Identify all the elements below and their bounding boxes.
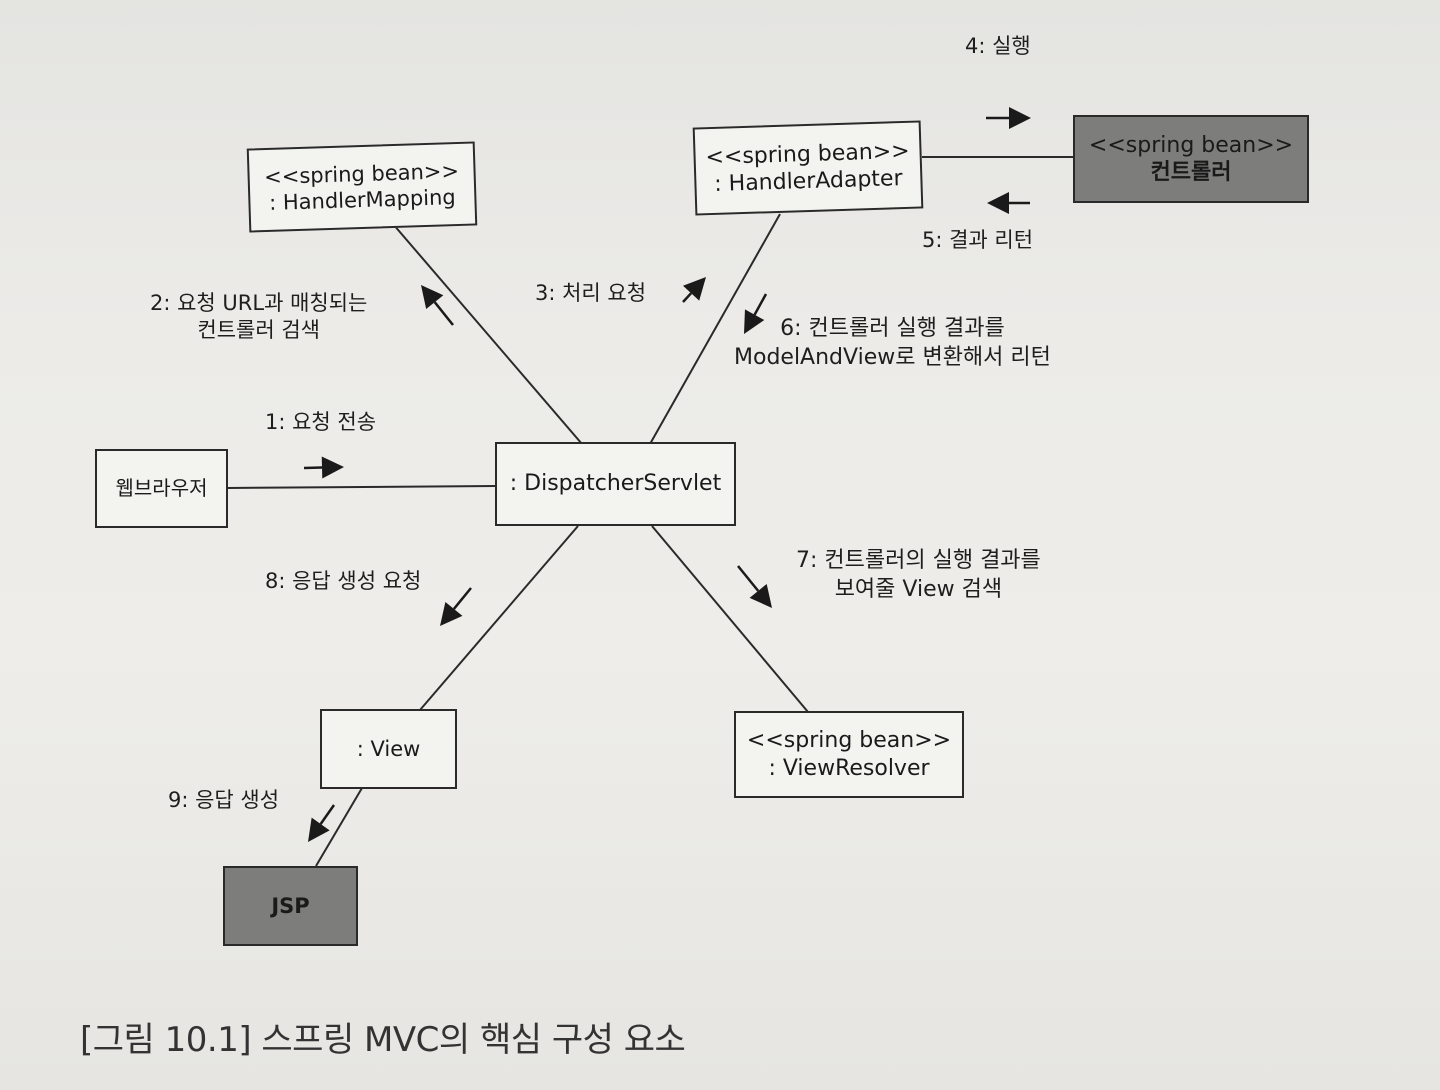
line-dispatcher-viewresolver (651, 525, 809, 713)
arrow-step-6-shaft (753, 293, 768, 316)
step-4-label: 4: 실행 (965, 33, 1031, 60)
arrow-step-6 (744, 293, 768, 334)
view-resolver-stereotype: <<spring bean>> (746, 728, 952, 753)
arrow-step-5 (987, 192, 1030, 214)
line-dispatcher-view (419, 525, 579, 711)
step-6-text-1: 6: 컨트롤러 실행 결과를 (780, 316, 1005, 341)
handler-mapping-node: <<spring bean>> : HandlerMapping (246, 141, 478, 233)
arrow-step-9-shaft (319, 804, 336, 825)
arrow-step-6-head (744, 309, 765, 334)
view-resolver-node: <<spring bean>> : ViewResolver (734, 711, 964, 798)
arrow-step-4-head (1009, 107, 1031, 129)
step-2-text-1: 2: 요청 URL과 매칭되는 (150, 291, 368, 315)
handler-adapter-label: : HandlerAdapter (713, 166, 903, 197)
step-2-label: 2: 요청 URL과 매칭되는 컨트롤러 검색 (150, 290, 367, 345)
line-mapping-dispatcher (392, 223, 583, 445)
step-7-text-2: 보여줄 View 검색 (834, 576, 1003, 602)
arrow-step-1-head (321, 456, 344, 479)
handler-mapping-label: : HandlerMapping (268, 185, 457, 215)
arrow-step-7-head (749, 583, 772, 608)
view-node: : View (320, 709, 457, 789)
arrow-step-2 (421, 285, 454, 326)
handler-adapter-node: <<spring bean>> : HandlerAdapter (692, 120, 924, 216)
arrow-step-3-head (683, 277, 706, 301)
arrow-step-1 (303, 456, 344, 479)
controller-label: 컨트롤러 (1150, 160, 1232, 185)
arrow-step-3-shaft (682, 292, 693, 303)
step-1-text: 1: 요청 전송 (265, 410, 377, 434)
line-browser-dispatcher (226, 485, 497, 489)
figure-caption: [그림 10.1] 스프링 MVC의 핵심 구성 요소 (80, 1020, 686, 1060)
step-9-text: 9: 응답 생성 (168, 788, 280, 812)
step-3-label: 3: 처리 요청 (535, 280, 646, 307)
dispatcher-servlet-label: : DispatcherServlet (509, 471, 722, 497)
arrow-step-9 (308, 804, 336, 842)
arrow-step-2-head (421, 285, 444, 310)
step-9-label: 9: 응답 생성 (168, 787, 279, 814)
step-6-text-2: ModelAndView로 변환해서 리턴 (734, 344, 1051, 370)
step-7-text-1: 7: 컨트롤러의 실행 결과를 (796, 548, 1041, 573)
jsp-label: JSP (271, 893, 310, 918)
step-3-text: 3: 처리 요청 (535, 281, 647, 305)
step-5-label: 5: 결과 리턴 (922, 227, 1033, 254)
step-4-text: 4: 실행 (965, 34, 1031, 58)
arrow-step-7-shaft (737, 565, 760, 592)
controller-node: <<spring bean>> 컨트롤러 (1073, 115, 1309, 203)
arrow-step-8 (440, 587, 472, 626)
step-8-label: 8: 응답 생성 요청 (265, 568, 421, 595)
arrow-step-5-head (987, 192, 1009, 214)
arrow-step-7 (737, 565, 772, 608)
arrow-step-3 (682, 277, 706, 303)
line-adapter-dispatcher (649, 213, 781, 445)
line-view-jsp (315, 787, 363, 867)
step-7-label: 7: 컨트롤러의 실행 결과를 보여줄 View 검색 (796, 547, 1041, 604)
step-6-label: 6: 컨트롤러 실행 결과를 ModelAndView로 변환해서 리턴 (734, 315, 1051, 372)
arrow-step-4 (986, 107, 1031, 129)
view-resolver-label: : ViewResolver (768, 755, 930, 781)
view-label: : View (356, 736, 421, 761)
step-1-label: 1: 요청 전송 (265, 409, 376, 436)
step-5-text: 5: 결과 리턴 (922, 228, 1034, 252)
controller-stereotype: <<spring bean>> (1088, 132, 1294, 158)
dispatcher-servlet-node: : DispatcherServlet (495, 442, 736, 526)
web-browser-node: 웹브라우저 (95, 449, 228, 528)
arrow-step-2-shaft (433, 301, 454, 326)
jsp-node: JSP (223, 866, 358, 946)
web-browser-label: 웹브라우저 (115, 476, 208, 500)
arrow-step-8-shaft (452, 587, 472, 610)
step-2-text-2: 컨트롤러 검색 (197, 318, 320, 343)
arrow-step-8-head (440, 601, 463, 626)
step-8-text: 8: 응답 생성 요청 (265, 569, 422, 593)
arrow-step-9-head (308, 817, 330, 842)
